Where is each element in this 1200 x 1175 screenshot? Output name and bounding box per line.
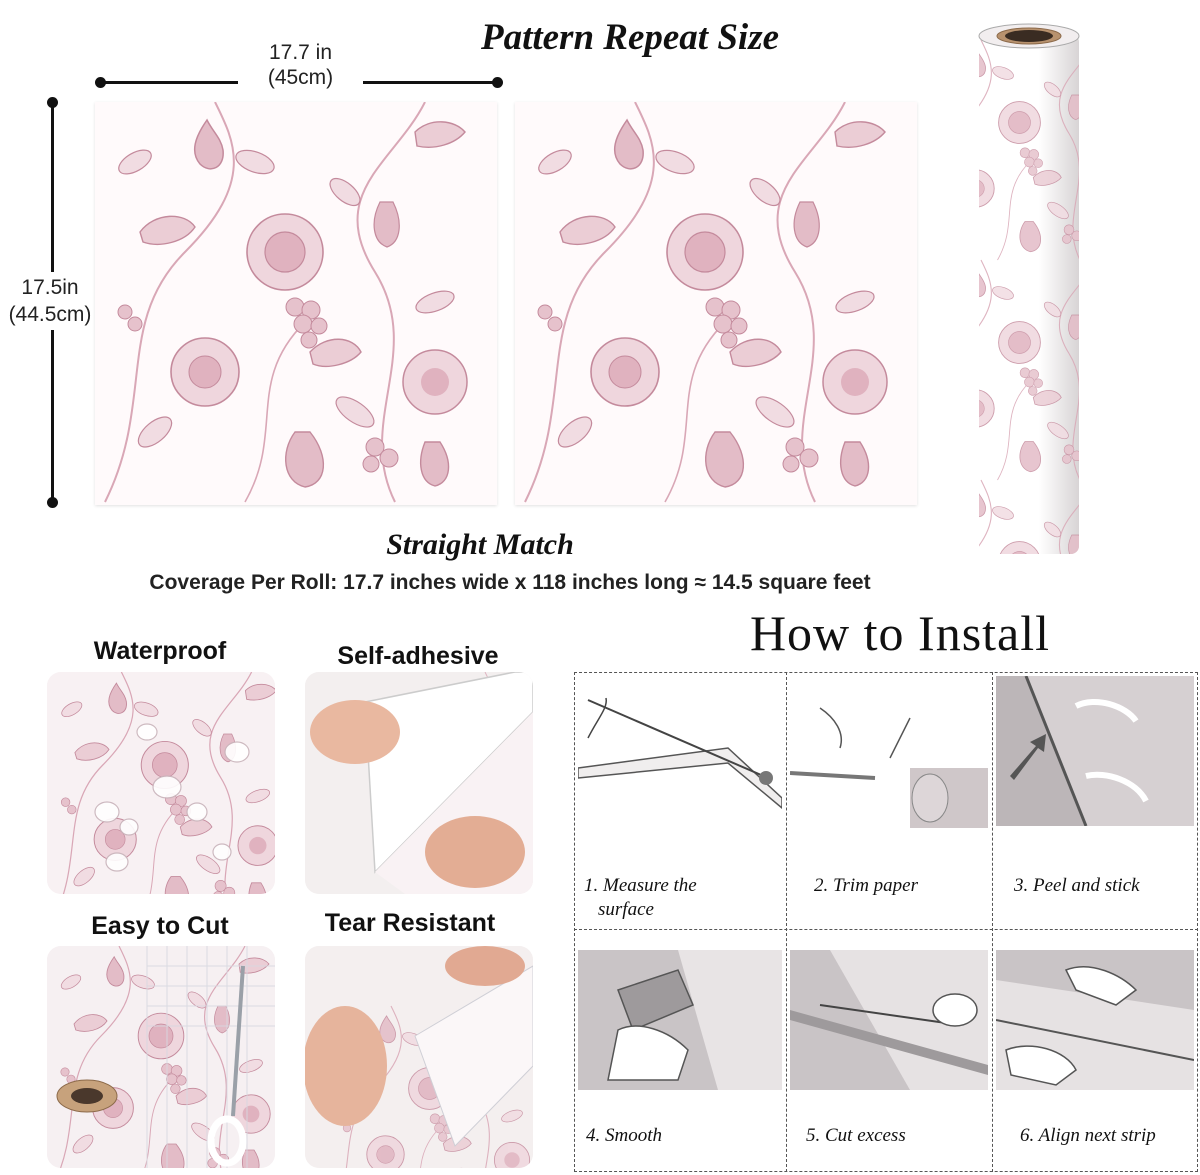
height-dimension-start-dot <box>47 97 58 108</box>
straight-match-title: Straight Match <box>386 528 574 561</box>
feature-label-tear-resistant: Tear Resistant <box>324 909 496 937</box>
width-cm: (45cm) <box>267 66 334 89</box>
trim-scissors-icon <box>790 678 988 828</box>
peel-backing-icon <box>305 672 533 894</box>
coverage-per-roll: Coverage Per Roll: 17.7 inches wide x 11… <box>149 571 871 594</box>
peel-stick-icon <box>996 676 1194 826</box>
feature-tile-waterproof <box>47 672 275 894</box>
height-cm: (44.5cm) <box>8 303 92 326</box>
grid-divider-horizontal <box>574 929 1198 930</box>
step-3-illustration <box>996 676 1194 826</box>
step-1-label-line1: 1. Measure the <box>584 875 697 896</box>
how-to-install-title: How to Install <box>749 605 1051 661</box>
cut-excess-icon <box>790 950 988 1090</box>
height-dimension-end-dot <box>47 497 58 508</box>
smoothing-tool-icon <box>578 950 782 1090</box>
step-1-illustration <box>578 678 782 828</box>
feature-tile-tear-resistant <box>305 946 533 1168</box>
width-dimension-start-dot <box>95 77 106 88</box>
step-3-label: 3. Peel and stick <box>1014 875 1140 896</box>
step-4-illustration <box>578 950 782 1090</box>
step-1-label: 1. Measure the surface <box>584 874 697 922</box>
step-5-label: 5. Cut excess <box>806 1125 906 1146</box>
step-6-illustration <box>996 950 1194 1090</box>
install-steps-grid <box>574 672 1198 1172</box>
feature-label-self-adhesive: Self-adhesive <box>337 642 499 670</box>
step-1-label-line2: surface <box>598 899 654 920</box>
feature-label-easy-to-cut: Easy to Cut <box>91 912 229 940</box>
feature-tile-easy-to-cut <box>47 946 275 1168</box>
grid-divider-vertical-1 <box>786 672 787 1172</box>
width-dimension-end-dot <box>492 77 503 88</box>
feature-tile-self-adhesive <box>305 672 533 894</box>
step-6-label: 6. Align next strip <box>1020 1125 1156 1146</box>
step-2-label: 2. Trim paper <box>814 875 918 896</box>
water-droplets-icon <box>47 672 275 894</box>
feature-label-waterproof: Waterproof <box>93 637 227 665</box>
width-inches: 17.7 in <box>268 41 333 64</box>
width-dimension-label: 17.7 in (45cm) <box>238 40 363 90</box>
pattern-repeat-panel-right <box>515 102 917 505</box>
step-5-illustration <box>790 950 988 1090</box>
tear-icon <box>305 946 533 1168</box>
align-strip-icon <box>996 950 1194 1090</box>
step-2-illustration <box>790 678 988 828</box>
step-4-label: 4. Smooth <box>586 1125 662 1146</box>
height-inches: 17.5in <box>21 276 79 299</box>
measuring-tape-icon <box>578 697 782 809</box>
scissors-icon <box>47 946 275 1168</box>
pattern-repeat-title: Pattern Repeat Size <box>480 17 780 58</box>
wallpaper-roll-image <box>975 20 1087 560</box>
grid-divider-vertical-2 <box>992 672 993 1172</box>
pattern-repeat-panel-left <box>95 102 497 505</box>
height-dimension-label: 17.5in (44.5cm) <box>0 272 100 330</box>
